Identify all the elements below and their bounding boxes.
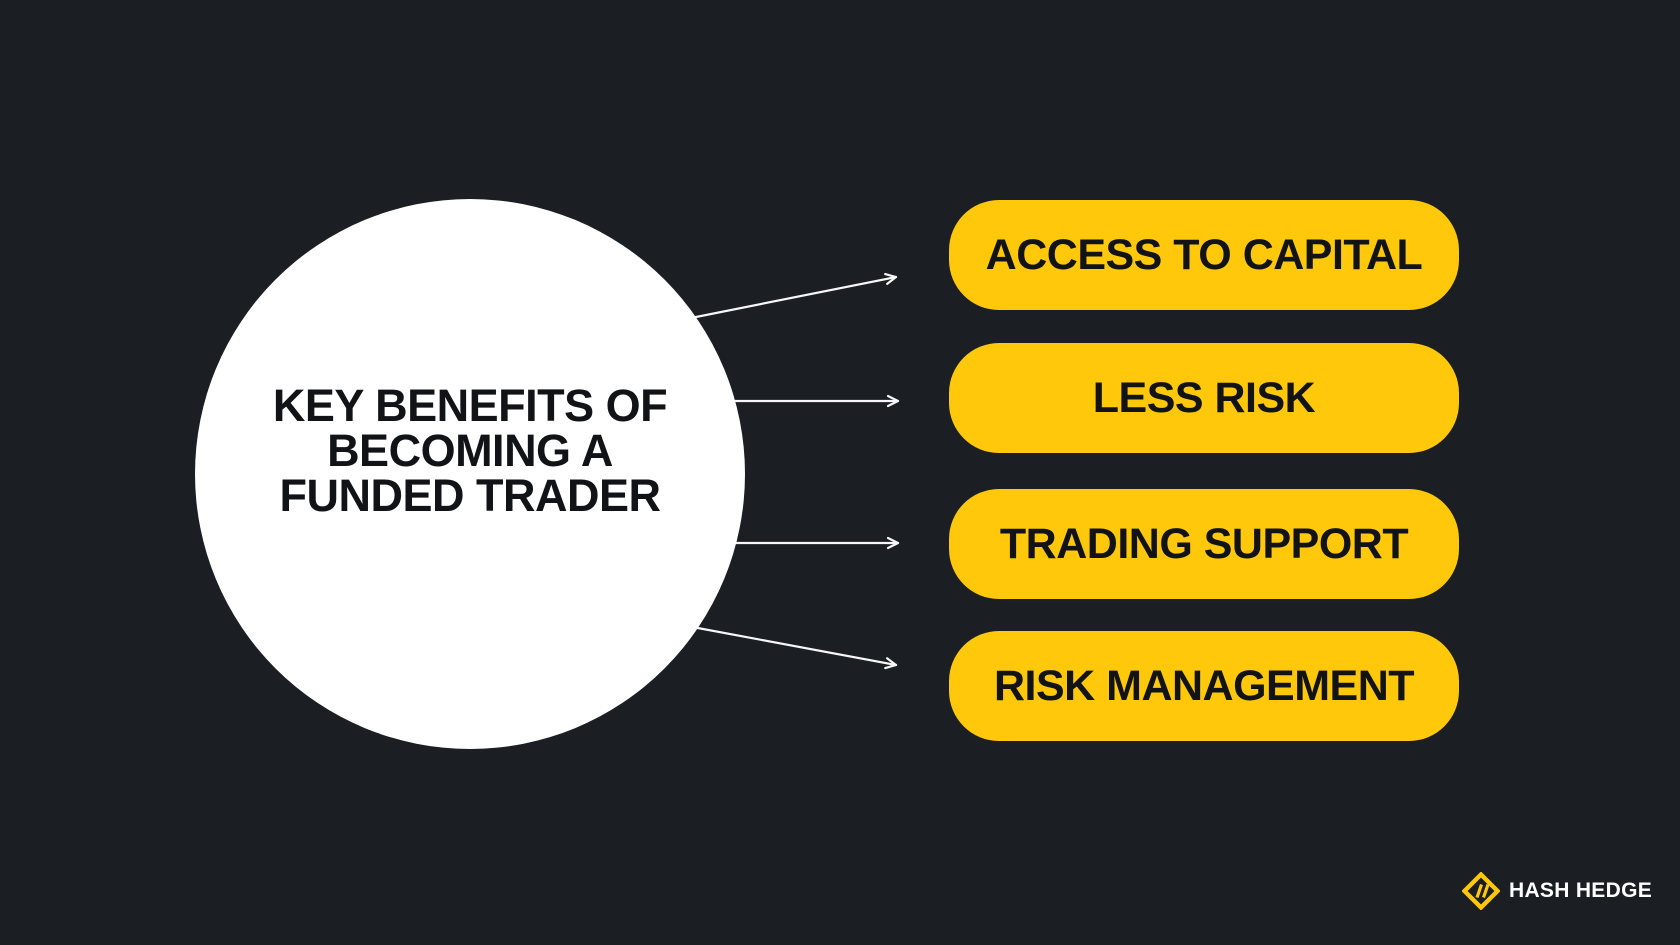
hub-title-line-3: FUNDED TRADER <box>279 469 661 521</box>
benefit-label: ACCESS TO CAPITAL <box>985 230 1423 279</box>
arrow-to-access-to-capital <box>684 272 898 321</box>
brand-name: HASH HEDGE <box>1509 879 1653 902</box>
hub-title: KEY BENEFITS OF BECOMING A FUNDED TRADER <box>272 379 668 521</box>
hub-title-line-2: BECOMING A <box>327 424 613 476</box>
hub-title-line-1: KEY BENEFITS OF <box>272 379 668 431</box>
benefit-pill-less-risk: LESS RISK <box>949 343 1459 453</box>
diamond-double-slash-icon <box>1462 872 1500 910</box>
arrow-to-risk-management <box>685 624 898 670</box>
hub-circle: KEY BENEFITS OF BECOMING A FUNDED TRADER <box>195 199 745 749</box>
benefit-label: TRADING SUPPORT <box>999 519 1409 568</box>
benefit-pill-trading-support: TRADING SUPPORT <box>949 489 1459 599</box>
benefit-pill-risk-management: RISK MANAGEMENT <box>949 631 1459 741</box>
benefit-pill-access-to-capital: ACCESS TO CAPITAL <box>949 200 1459 310</box>
benefit-label: RISK MANAGEMENT <box>993 661 1415 710</box>
brand-lockup: HASH HEDGE <box>1462 872 1652 910</box>
benefit-label: LESS RISK <box>1092 373 1316 422</box>
